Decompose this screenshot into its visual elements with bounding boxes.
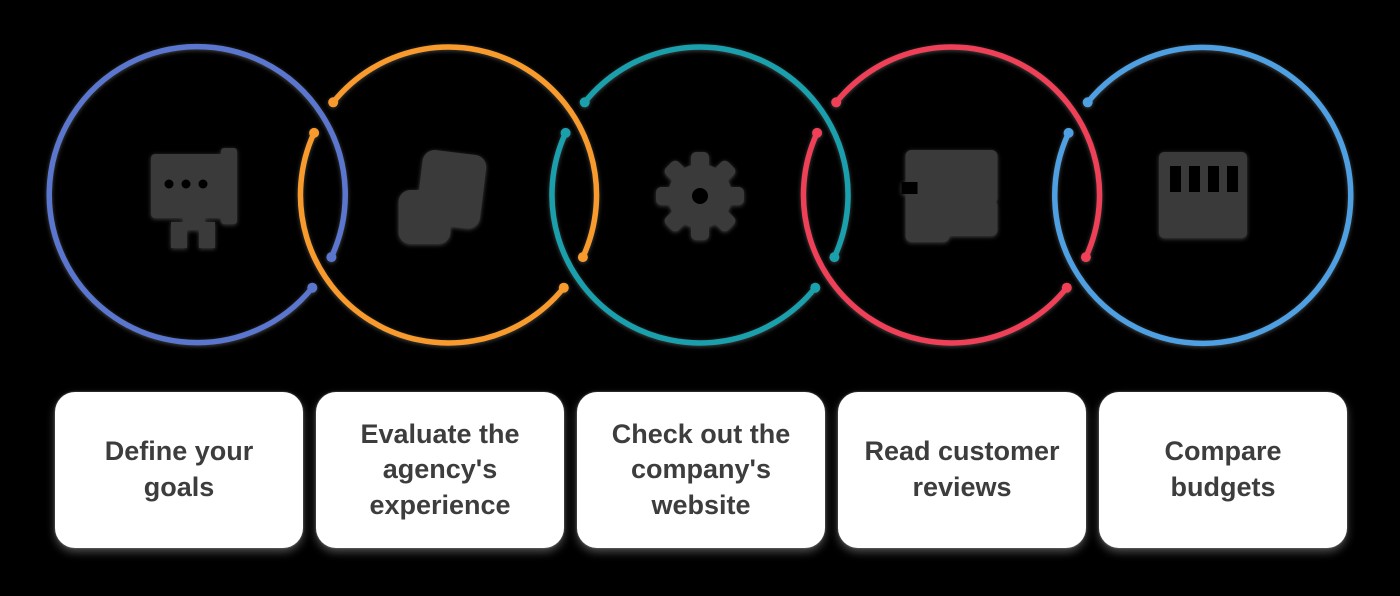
experience-icon xyxy=(398,150,487,244)
goals-icon xyxy=(151,148,237,248)
ring-link-dot xyxy=(831,97,842,108)
step-card-evaluate-experience: Evaluate the agency's experience xyxy=(316,392,564,548)
step-ring-4 xyxy=(800,44,1103,346)
step-card-read-reviews: Read customer reviews xyxy=(838,392,1086,548)
ring-link-dot xyxy=(309,127,320,138)
ring-link-dot xyxy=(829,252,840,263)
step-card-check-website: Check out the company's website xyxy=(577,392,825,548)
ring-link-dot xyxy=(326,252,337,263)
ring-link-dot xyxy=(1061,282,1072,293)
ring-link-dot xyxy=(579,97,590,108)
step-ring-3 xyxy=(549,44,851,346)
step-card-label: Check out the company's website xyxy=(611,418,791,520)
step-card-label: Compare budgets xyxy=(1164,436,1282,502)
rings-layer xyxy=(46,43,1354,347)
step-card-label: Define your goals xyxy=(104,436,254,502)
step-ring-1 xyxy=(46,43,348,346)
step-card-compare-budgets: Compare budgets xyxy=(1099,392,1347,548)
ring-link-dot xyxy=(810,282,821,293)
step-ring-2 xyxy=(297,44,600,346)
ring-link-dot xyxy=(1063,127,1074,138)
ring-link-dot xyxy=(560,127,571,138)
step-ring-5 xyxy=(1052,44,1354,347)
ring-link-dot xyxy=(558,282,569,293)
ring-link-dot xyxy=(577,252,588,263)
steps-cards-row: Define your goals Evaluate the agency's … xyxy=(55,392,1347,548)
ring-link-dot xyxy=(328,97,339,108)
website-icon xyxy=(656,152,744,240)
ring-link-dot xyxy=(1082,97,1093,108)
ring-link-dot xyxy=(307,282,318,293)
step-card-label: Read customer reviews xyxy=(864,436,1060,502)
ring-link-dot xyxy=(1080,252,1091,263)
budgets-icon xyxy=(1159,152,1247,238)
ring-link-dot xyxy=(812,127,823,138)
reviews-icon xyxy=(901,150,998,242)
rings-diagram xyxy=(46,43,1354,347)
step-card-label: Evaluate the agency's experience xyxy=(360,418,520,520)
step-card-define-goals: Define your goals xyxy=(55,392,303,548)
